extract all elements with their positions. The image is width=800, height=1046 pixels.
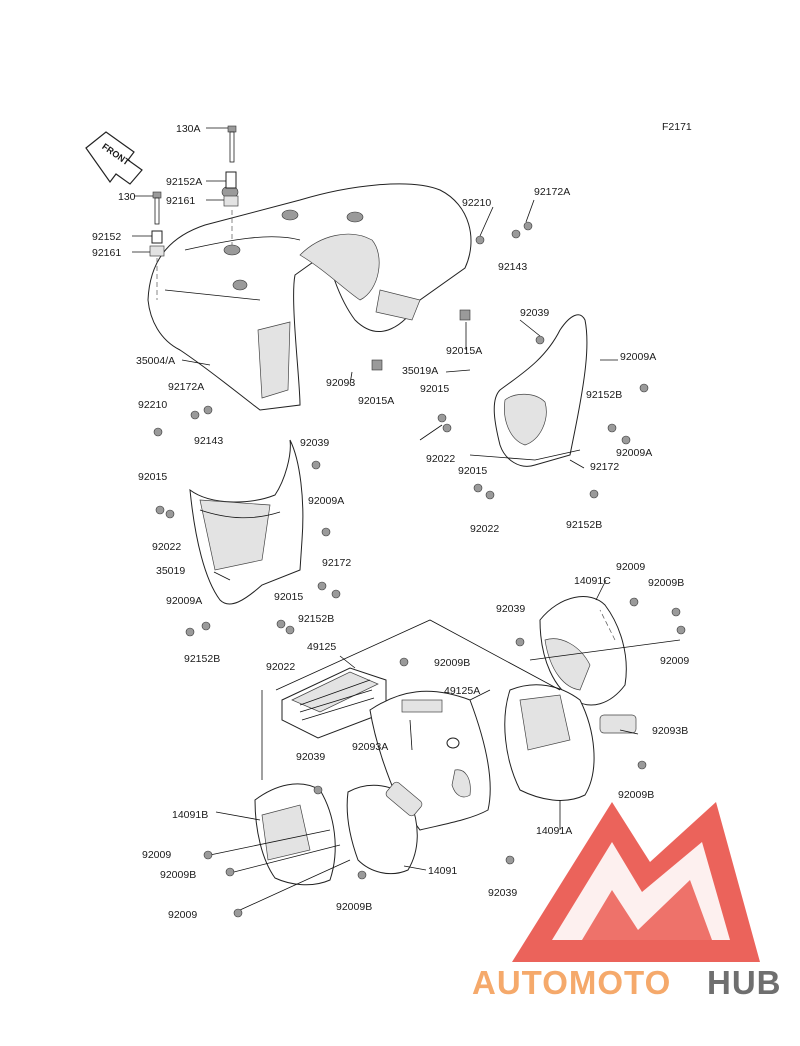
label-92152A: 92152A (166, 176, 202, 188)
label-92015A-left: 92015A (358, 395, 394, 407)
label-92152B-left1: 92152B (298, 613, 334, 625)
duct-14091C (539, 596, 637, 734)
label-92022-left1: 92022 (152, 541, 181, 553)
label-92152B-left2: 92152B (184, 653, 220, 665)
label-92039-center: 92039 (496, 603, 525, 615)
label-92039-bottom: 92039 (296, 751, 325, 763)
label-130: 130 (118, 191, 136, 203)
label-92161: 92161 (92, 247, 121, 259)
label-92093A: 92093A (352, 741, 388, 753)
label-92009A-left1: 92009A (308, 495, 344, 507)
figure-code: F2171 (662, 121, 692, 133)
label-92009B-topright: 92009B (648, 577, 684, 589)
label-49125A: 49125A (444, 685, 480, 697)
bolt-130 (152, 191, 162, 225)
label-92015-left1: 92015 (138, 471, 167, 483)
label-35004A: 35004/A (136, 355, 175, 367)
label-92009A-right2: 92009A (616, 447, 652, 459)
watermark-text: AUTOMOTO HUB (472, 964, 782, 1001)
part-labels: 130A 92152A 92161 130 92152 92161 35004/… (92, 123, 689, 921)
label-92152: 92152 (92, 231, 121, 243)
leader-lines (132, 127, 639, 871)
label-92161-top: 92161 (166, 195, 195, 207)
label-92009-bottomleft1: 92009 (142, 849, 171, 861)
label-92172A-right: 92172A (534, 186, 570, 198)
label-92009B-bottombottom: 92009B (336, 901, 372, 913)
label-92015A-right: 92015A (446, 345, 482, 357)
watermark-prefix: AUTOMOTO (472, 964, 671, 1001)
label-92009A-left2: 92009A (166, 595, 202, 607)
label-92009-right: 92009 (660, 655, 689, 667)
duct-14091 (346, 781, 423, 875)
label-92022-left2: 92022 (266, 661, 295, 673)
label-92210-left: 92210 (138, 399, 167, 411)
label-14091C: 14091C (574, 575, 611, 587)
label-92039-bottombottom: 92039 (488, 887, 517, 899)
label-92009B-bottomright: 92009B (618, 789, 654, 801)
label-92015-left2: 92015 (274, 591, 303, 603)
cover-35019 (189, 439, 304, 605)
label-92093: 92093 (326, 377, 355, 389)
grommet-92161 (149, 245, 165, 257)
label-14091A: 14091A (536, 825, 572, 837)
label-35019A: 35019A (402, 365, 438, 377)
watermark-logo (512, 802, 760, 962)
label-14091B: 14091B (172, 809, 208, 821)
label-92093B: 92093B (652, 725, 688, 737)
label-92022-right2: 92022 (470, 523, 499, 535)
battery-cover-49125 (281, 667, 387, 739)
label-49125: 49125 (307, 641, 336, 653)
label-92143-left: 92143 (194, 435, 223, 447)
label-92015-right2: 92015 (458, 465, 487, 477)
duct-14091B (254, 783, 336, 886)
label-92152B-right1: 92152B (586, 389, 622, 401)
duct-14091A (504, 684, 595, 801)
label-92039-right: 92039 (520, 307, 549, 319)
fastener-icons (153, 221, 686, 918)
collar-92152A (225, 171, 237, 189)
label-92009-bottomleft2: 92009 (168, 909, 197, 921)
front-arrow-icon: FRONT (85, 131, 143, 185)
bolt-130A (227, 125, 237, 163)
label-92009A-right1: 92009A (620, 351, 656, 363)
label-92143-right: 92143 (498, 261, 527, 273)
grommet-92161-top (223, 195, 239, 207)
label-92172A-left: 92172A (168, 381, 204, 393)
label-92022-right1: 92022 (426, 453, 455, 465)
collar-92152 (151, 230, 163, 244)
cover-35019A (469, 314, 588, 467)
label-92172-left: 92172 (322, 557, 351, 569)
front-fender-35004A (147, 183, 472, 411)
label-92210-right: 92210 (462, 197, 491, 209)
label-92172-right: 92172 (590, 461, 619, 473)
watermark-suffix: HUB (707, 964, 782, 1001)
label-92039-left: 92039 (300, 437, 329, 449)
label-92009B-bottomleft: 92009B (160, 869, 196, 881)
label-130A: 130A (176, 123, 201, 135)
label-35019: 35019 (156, 565, 185, 577)
label-92015-right1: 92015 (420, 383, 449, 395)
label-92009-topright: 92009 (616, 561, 645, 573)
label-14091: 14091 (428, 865, 457, 877)
label-92152B-right2: 92152B (566, 519, 602, 531)
label-92009B-center: 92009B (434, 657, 470, 669)
